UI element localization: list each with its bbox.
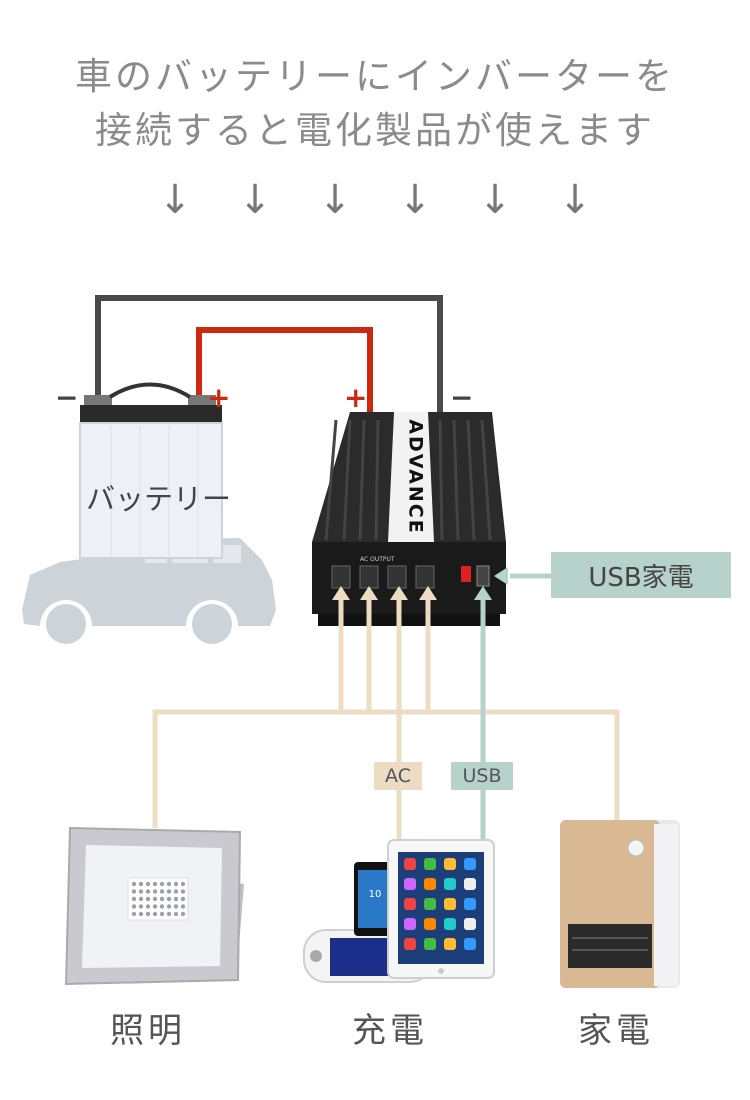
app-icon: [444, 898, 456, 910]
led-dot: [152, 889, 158, 894]
led-dot: [145, 881, 151, 887]
led-dot: [173, 904, 179, 909]
led-dot: [131, 889, 137, 894]
usb-appliance-callout: USB家電: [551, 552, 731, 598]
app-icon: [404, 878, 416, 890]
led-dot: [152, 881, 158, 887]
app-icon: [444, 918, 456, 930]
led-dot: [166, 889, 172, 894]
led-dot: [138, 881, 144, 887]
led-dot: [145, 904, 151, 909]
led-dot: [138, 904, 144, 909]
app-icon: [464, 918, 476, 930]
arrow-down-icon: ↓: [398, 177, 432, 223]
smartphone-icon: 10: [354, 862, 396, 936]
led-dot: [131, 904, 137, 909]
led-dot: [131, 881, 137, 887]
app-icon: [444, 878, 456, 890]
arrow-down-icon: ↓: [158, 177, 192, 223]
led-dot: [159, 889, 165, 894]
inverter-minus-label: −: [450, 381, 474, 414]
tablet-icon: [387, 839, 495, 979]
app-icon: [424, 918, 436, 930]
app-icon: [404, 898, 416, 910]
app-icon: [464, 858, 476, 870]
led-dot: [173, 896, 179, 902]
phone-clock: 10: [369, 889, 382, 900]
led-dot: [159, 896, 165, 902]
inverter-plus-label: +: [344, 381, 368, 414]
ac-lines: [152, 598, 620, 845]
usb-lines: [474, 567, 551, 842]
charging-label: 充電: [352, 1011, 428, 1051]
app-icon: [444, 938, 456, 950]
led-dot: [131, 911, 137, 917]
app-icon: [464, 938, 476, 950]
led-dot: [180, 896, 186, 902]
led-dot: [180, 881, 186, 887]
led-dot: [145, 889, 151, 894]
inverter-brand-logo: ADVANCE: [405, 419, 428, 535]
led-dot: [159, 881, 165, 887]
arrow-down-icon: ↓: [558, 177, 592, 223]
led-dot: [138, 896, 144, 902]
battery-icon: [79, 382, 223, 559]
app-icon: [464, 898, 476, 910]
led-dot: [138, 889, 144, 894]
led-dot: [159, 911, 165, 917]
usb-tag: USB: [451, 762, 513, 790]
led-dot: [180, 904, 186, 909]
ac-arrowheads: [332, 586, 437, 600]
arrow-down-icon: ↓: [478, 177, 512, 223]
app-icon: [404, 858, 416, 870]
headline-line-1: 車のバッテリーにインバーターを: [75, 55, 675, 98]
led-dot: [173, 911, 179, 917]
led-dot: [180, 889, 186, 894]
positive-wire: [196, 327, 373, 412]
app-icon: [404, 938, 416, 950]
headline-line-2: 接続すると電化製品が使えます: [95, 109, 655, 152]
led-dot: [166, 881, 172, 887]
heater-icon: [560, 820, 680, 988]
app-icon: [424, 898, 436, 910]
led-dot: [152, 896, 158, 902]
led-grid: [131, 881, 186, 917]
led-dot: [173, 881, 179, 887]
app-icon: [424, 858, 436, 870]
inverter-icon: AC OUTPUT: [312, 412, 506, 626]
battery-plus-label: +: [207, 381, 231, 414]
app-icon: [424, 878, 436, 890]
floodlight-icon: [64, 826, 244, 986]
led-dot: [173, 889, 179, 894]
led-dot: [145, 896, 151, 902]
led-dot: [145, 911, 151, 917]
led-dot: [159, 904, 165, 909]
arrow-down-icon: ↓: [318, 177, 352, 223]
appliance-label: 家電: [578, 1011, 654, 1051]
led-dot: [166, 911, 172, 917]
app-icon: [404, 918, 416, 930]
app-icon: [424, 938, 436, 950]
inverter-panel-label: AC OUTPUT: [360, 556, 395, 563]
led-dot: [131, 896, 137, 902]
led-dot: [152, 911, 158, 917]
battery-label: バッテリー: [86, 482, 232, 516]
arrow-down-icon: ↓: [238, 177, 272, 223]
led-dot: [166, 904, 172, 909]
led-dot: [152, 904, 158, 909]
down-arrows: ↓ ↓ ↓ ↓ ↓ ↓: [140, 180, 610, 220]
led-dot: [138, 911, 144, 917]
battery-minus-label: −: [55, 381, 79, 414]
led-dot: [180, 911, 186, 917]
app-grid: [404, 858, 476, 950]
ac-tag: AC: [374, 762, 422, 790]
led-dot: [166, 896, 172, 902]
lighting-label: 照明: [110, 1011, 186, 1051]
app-icon: [464, 878, 476, 890]
app-icon: [444, 858, 456, 870]
negative-wire: [95, 295, 443, 412]
